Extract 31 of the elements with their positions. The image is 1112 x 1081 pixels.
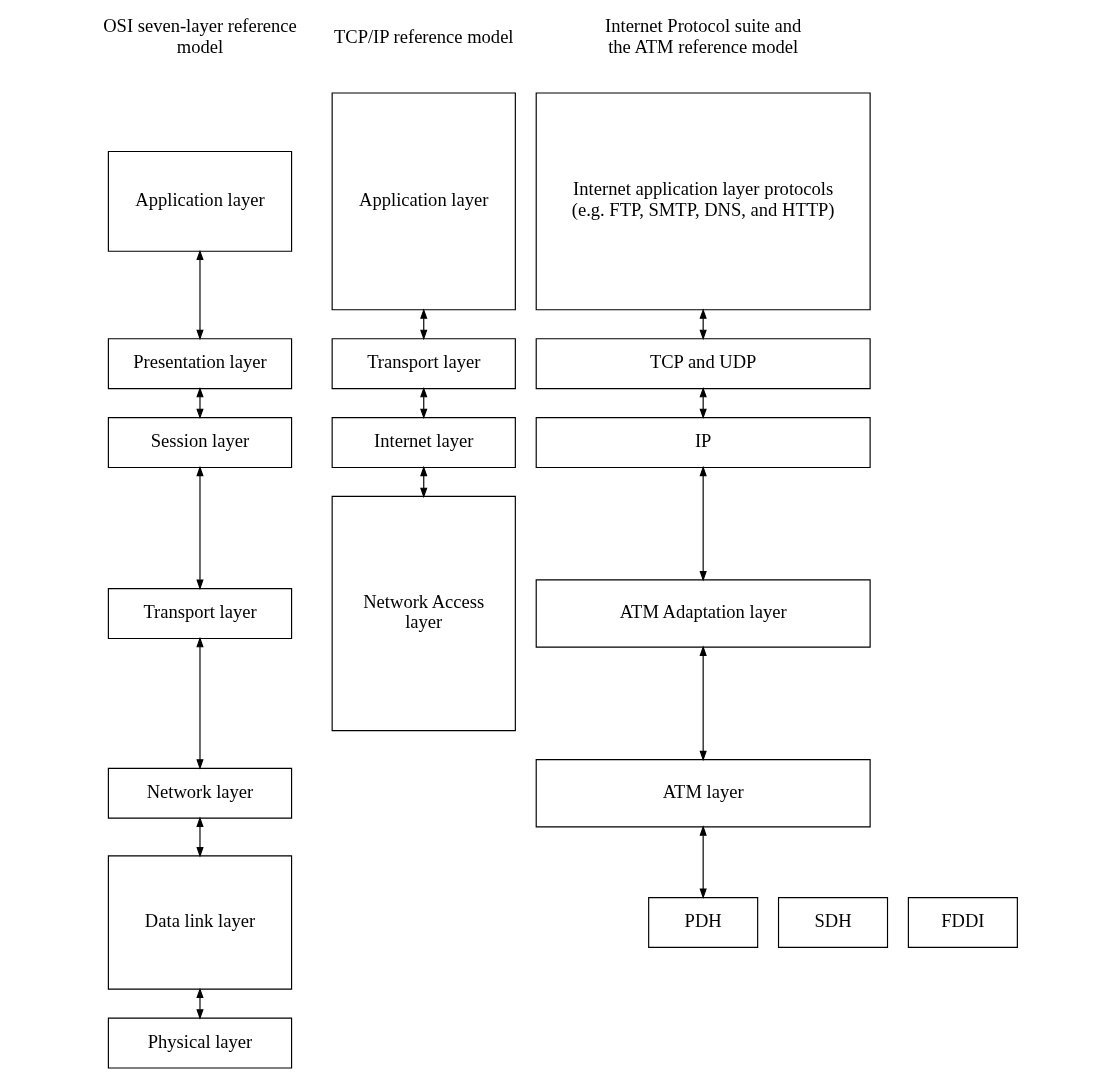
node-box: SDH	[777, 897, 888, 949]
node-box: Transport layer	[331, 338, 516, 390]
label: OSI seven-layer reference model	[102, 15, 297, 58]
node-box: Session layer	[107, 417, 292, 469]
label: TCP/IP reference model	[333, 25, 514, 47]
node-box: Presentation layer	[107, 338, 292, 390]
node-box: FDDI	[907, 897, 1018, 949]
arrow	[195, 987, 204, 1020]
arrow	[195, 636, 204, 770]
node-box: Application layer	[107, 150, 292, 252]
node-box: Data link layer	[107, 855, 292, 990]
arrow	[699, 645, 707, 762]
node-box: ATM Adaptation layer	[535, 579, 871, 648]
node-box: Internet application layer protocols (e.g. FTP, SMTP, DNS, and HTTP)	[535, 92, 871, 311]
node-box: Network layer	[107, 767, 292, 819]
node-box: TCP and UDP	[535, 338, 871, 390]
node-box: Network Access layer	[331, 495, 516, 732]
arrow	[195, 816, 204, 858]
node-box: Application layer	[331, 92, 516, 311]
node-box: Transport layer	[107, 588, 292, 640]
arrow	[195, 386, 204, 420]
arrow	[195, 249, 204, 341]
arrow	[195, 465, 204, 590]
arrow	[699, 825, 707, 899]
node-box: PDH	[647, 897, 758, 949]
label: Internet Protocol suite and the ATM reference model	[604, 15, 801, 58]
arrow	[699, 465, 707, 582]
node-box: Internet layer	[331, 417, 516, 469]
node-box: Physical layer	[107, 1017, 292, 1069]
node-box: ATM layer	[535, 759, 871, 828]
node-box: IP	[535, 417, 871, 469]
